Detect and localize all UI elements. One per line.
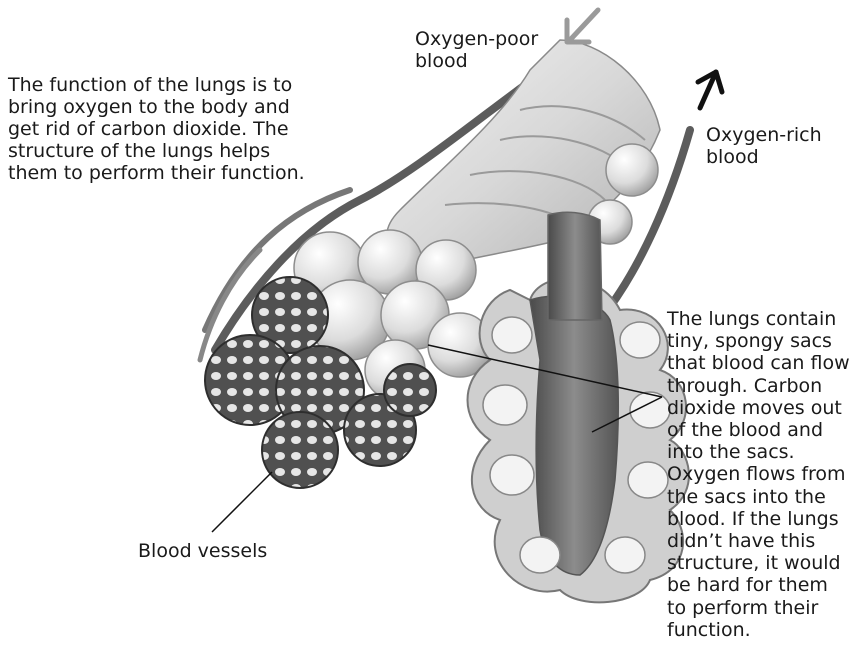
oxygen-poor-blood-label: Oxygen-poor blood [415, 28, 575, 72]
sacs-description: The lungs contain tiny, spongy sacs that… [667, 308, 863, 641]
oxygen-rich-arrow [698, 72, 722, 108]
intro-paragraph: The function of the lungs is to bring ox… [8, 74, 348, 184]
oxygen-rich-blood-label: Oxygen-rich blood [706, 124, 856, 168]
vessels-leader-line [212, 472, 272, 532]
alveoli-cross-section [468, 212, 689, 602]
blood-vessels-label: Blood vessels [138, 540, 338, 562]
